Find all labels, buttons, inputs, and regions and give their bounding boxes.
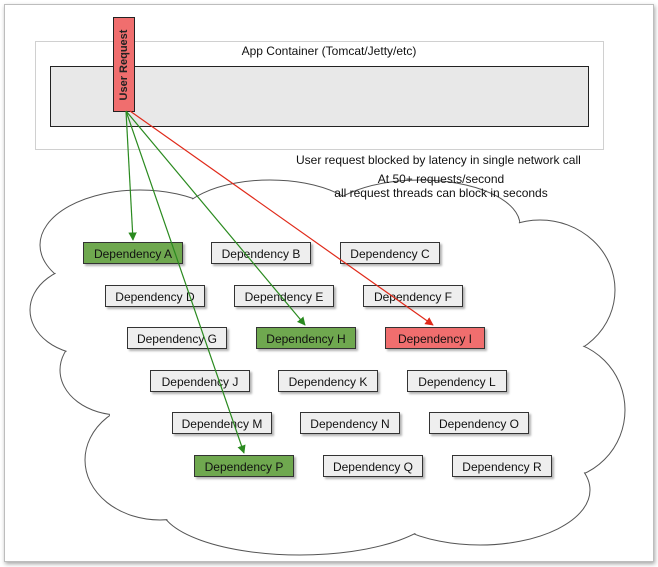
arrow-to-dependency-h [125,110,306,326]
dependency-i: Dependency I [385,327,485,349]
dependency-k: Dependency K [278,370,378,392]
dependency-m: Dependency M [172,412,272,434]
dependency-j: Dependency J [150,370,250,392]
arrow-to-dependency-i [129,110,434,326]
dependency-h: Dependency H [256,327,356,349]
note-line2: all request threads can block in seconds [334,186,548,200]
arrow-to-dependency-p [125,110,246,454]
dependency-o: Dependency O [429,412,529,434]
dependency-f: Dependency F [363,285,463,307]
dependency-b: Dependency B [211,242,311,264]
dependency-n: Dependency N [300,412,400,434]
user-request-box: User Request [113,17,135,112]
app-container-title: App Container (Tomcat/Jetty/etc) [241,44,417,58]
dependency-e: Dependency E [234,285,334,307]
arrow-to-dependency-a [125,110,137,241]
dependency-d: Dependency D [105,285,205,307]
dependency-l: Dependency L [407,370,507,392]
note-line1: At 50+ requests/second [377,172,505,186]
dependency-q: Dependency Q [323,455,423,477]
app-container-box [50,66,589,127]
dependency-c: Dependency C [340,242,440,264]
dependency-p: Dependency P [194,455,294,477]
note-blocked: User request blocked by latency in singl… [296,153,581,167]
dependency-r: Dependency R [452,455,552,477]
dependency-a: Dependency A [83,242,183,264]
